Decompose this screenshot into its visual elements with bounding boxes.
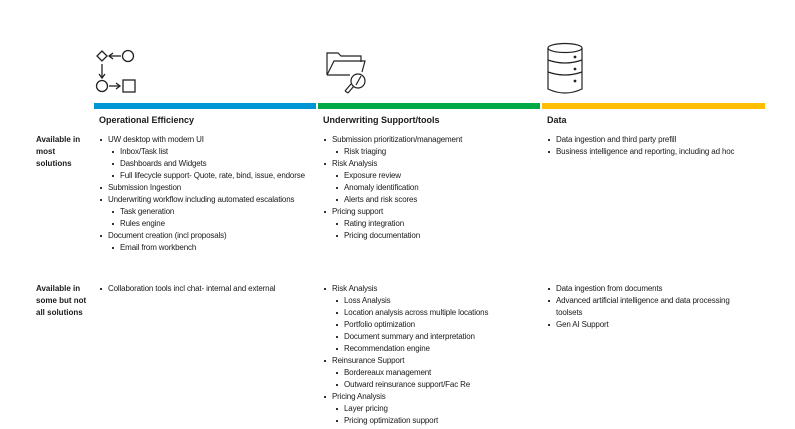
operational-efficiency-bar bbox=[94, 103, 316, 109]
bullet-list: Collaboration tools incl chat- internal … bbox=[99, 283, 294, 295]
list-item: Advanced artificial intelligence and dat… bbox=[547, 295, 737, 319]
list-item: Data ingestion and third party prefill bbox=[547, 134, 762, 146]
list-item-text: Reinsurance Support bbox=[332, 356, 405, 365]
list-item-text: Collaboration tools incl chat- internal … bbox=[108, 284, 276, 293]
list-item-text: Data ingestion and third party prefill bbox=[556, 135, 677, 144]
list-item: Reinsurance Support bbox=[323, 355, 538, 367]
list-item: Submission prioritization/management bbox=[323, 134, 538, 146]
list-item: Risk Analysis bbox=[323, 158, 538, 170]
sub-bullet-list: Email from workbench bbox=[99, 242, 314, 254]
column-header-operational-efficiency: Operational Efficiency bbox=[99, 115, 195, 125]
underwriting-support-bar bbox=[318, 103, 540, 109]
sub-list-item: Layer pricing bbox=[335, 403, 538, 415]
row-label-most-solutions: Available in most solutions bbox=[36, 135, 81, 168]
sub-list-item: Inbox/Task list bbox=[111, 146, 314, 158]
sub-list-item: Dashboards and Widgets bbox=[111, 158, 314, 170]
row-label-some-solutions: Available in some but not all solutions bbox=[36, 284, 87, 317]
list-item: Underwriting workflow including automate… bbox=[99, 194, 314, 206]
list-item-text: Submission Ingestion bbox=[108, 183, 182, 192]
database-icon bbox=[547, 42, 583, 94]
list-item-text: Risk Analysis bbox=[332, 159, 378, 168]
sub-list-item: Exposure review bbox=[335, 170, 538, 182]
list-item: Collaboration tools incl chat- internal … bbox=[99, 283, 294, 295]
list-item-text: Pricing support bbox=[332, 207, 384, 216]
list-item: Document creation (incl proposals) bbox=[99, 230, 314, 242]
sub-list-item: Outward reinsurance support/Fac Re bbox=[335, 379, 538, 391]
list-item: Business intelligence and reporting, inc… bbox=[547, 146, 762, 158]
list-item: Pricing support bbox=[323, 206, 538, 218]
sub-list-item: Loss Analysis bbox=[335, 295, 538, 307]
sub-list-item: Task generation bbox=[111, 206, 314, 218]
sub-list-item: Rules engine bbox=[111, 218, 314, 230]
data-bar bbox=[542, 103, 765, 109]
list-item: Pricing Analysis bbox=[323, 391, 538, 403]
list-item-text: Business intelligence and reporting, inc… bbox=[556, 147, 735, 156]
list-item: Data ingestion from documents bbox=[547, 283, 737, 295]
workflow-icon bbox=[95, 49, 136, 93]
list-item: Risk Analysis bbox=[323, 283, 538, 295]
sub-list-item: Document summary and interpretation bbox=[335, 331, 538, 343]
list-item-text: Advanced artificial intelligence and dat… bbox=[556, 296, 730, 317]
sub-list-item: Anomaly identification bbox=[335, 182, 538, 194]
list-item-text: Document creation (incl proposals) bbox=[108, 231, 227, 240]
list-item-text: Gen AI Support bbox=[556, 320, 609, 329]
list-item-text: Risk Analysis bbox=[332, 284, 378, 293]
bullet-list: UW desktop with modern UI Inbox/Task list… bbox=[99, 134, 314, 254]
sub-list-item: Bordereaux management bbox=[335, 367, 538, 379]
column-header-data: Data bbox=[547, 115, 567, 125]
list-item: Gen AI Support bbox=[547, 319, 737, 331]
sub-list-item: Rating integration bbox=[335, 218, 538, 230]
sub-list-item: Pricing documentation bbox=[335, 230, 538, 242]
column-header-underwriting-support: Underwriting Support/tools bbox=[323, 115, 440, 125]
sub-list-item: Alerts and risk scores bbox=[335, 194, 538, 206]
list-item-text: Submission prioritization/management bbox=[332, 135, 463, 144]
list-item-text: Pricing Analysis bbox=[332, 392, 386, 401]
sub-list-item: Email from workbench bbox=[111, 242, 314, 254]
list-item-text: Underwriting workflow including automate… bbox=[108, 195, 295, 204]
sub-list-item: Full lifecycle support- Quote, rate, bin… bbox=[111, 170, 314, 182]
sub-bullet-list: Risk triaging bbox=[323, 146, 538, 158]
sub-list-item: Recommendation engine bbox=[335, 343, 538, 355]
list-item-text: Data ingestion from documents bbox=[556, 284, 663, 293]
list-item-text: UW desktop with modern UI bbox=[108, 135, 204, 144]
sub-list-item: Pricing optimization support bbox=[335, 415, 538, 427]
list-item: Submission Ingestion bbox=[99, 182, 314, 194]
cell-some-operational: Collaboration tools incl chat- internal … bbox=[99, 283, 294, 295]
sub-list-item: Location analysis across multiple locati… bbox=[335, 307, 538, 319]
sub-list-item: Risk triaging bbox=[335, 146, 538, 158]
folder-search-icon bbox=[326, 52, 366, 94]
list-item: UW desktop with modern UI bbox=[99, 134, 314, 146]
sub-list-item: Portfolio optimization bbox=[335, 319, 538, 331]
cell-most-operational: UW desktop with modern UI Inbox/Task list… bbox=[99, 134, 314, 254]
